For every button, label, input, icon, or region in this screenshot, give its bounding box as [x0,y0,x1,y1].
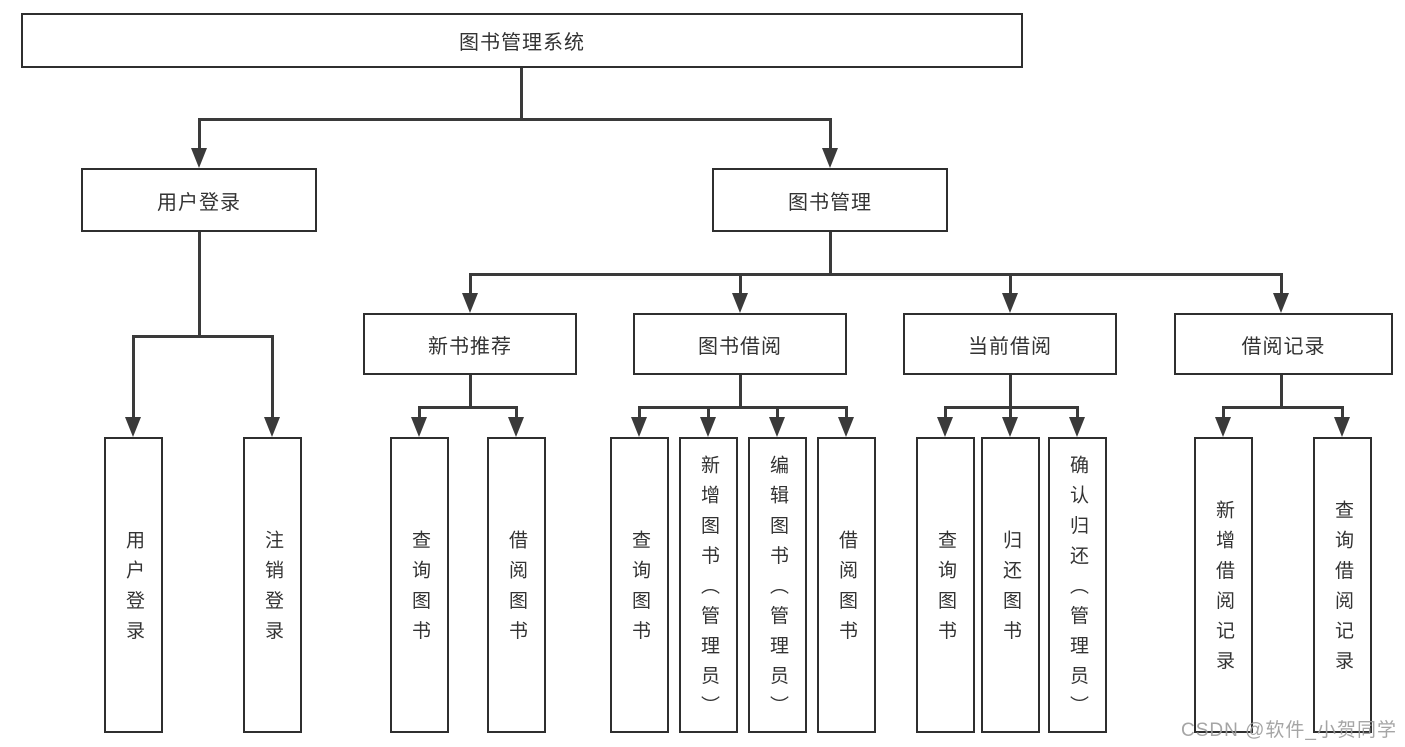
leaf-edit-book-admin: 编辑图书（管理员） [748,437,807,733]
arrowhead-new-book [462,293,478,313]
node-label: 注销登录 [262,530,283,651]
connector-newbook-bar [418,406,518,409]
arrowhead-borrow-books-1 [508,417,524,437]
connector-drop-book-borrowing [739,273,742,295]
arrowhead-query-books-1 [411,417,427,437]
connector-borrowing-stem [739,375,742,408]
connector-user-login-bar [132,335,274,338]
leaf-query-borrow-record: 查询借阅记录 [1313,437,1372,733]
connector-drop-user-login [198,118,201,150]
connector-drop [1076,406,1079,419]
leaf-borrow-books-2: 借阅图书 [817,437,876,733]
connector-book-mgmt-bar [469,273,1283,276]
node-new-book-recommend: 新书推荐 [363,313,577,375]
node-label: 图书借阅 [698,335,782,358]
leaf-query-books-3: 查询图书 [916,437,975,733]
node-label: 借阅图书 [506,530,527,651]
connector-drop-book-management [829,118,832,150]
node-label: 查询图书 [629,530,650,651]
node-label: 用户登录 [157,191,241,214]
arrowhead-borrow-books-2 [838,417,854,437]
arrowhead-query-books-3 [937,417,953,437]
node-label: 新增借阅记录 [1213,500,1234,681]
connector-drop [1222,406,1225,419]
leaf-add-book-admin: 新增图书（管理员） [679,437,738,733]
node-user-login: 用户登录 [81,168,317,232]
csdn-watermark: CSDN @软件_小贺同学 [1181,720,1397,741]
connector-newbook-stem [469,375,472,408]
arrowhead-leaf-user-login [125,417,141,437]
arrowhead-leaf-logout [264,417,280,437]
connector-drop-leaf-user-login [132,335,135,419]
arrowhead-confirm-return [1069,417,1085,437]
node-current-borrowing: 当前借阅 [903,313,1117,375]
connector-drop [944,406,947,419]
arrowhead-add-record [1215,417,1231,437]
node-label: 归还图书 [1000,530,1021,651]
leaf-query-books-2: 查询图书 [610,437,669,733]
arrowhead-book-management [822,148,838,168]
leaf-user-login: 用户登录 [104,437,163,733]
connector-drop [1009,406,1012,419]
node-borrowing-records: 借阅记录 [1174,313,1393,375]
connector-drop-borrowing-records [1280,273,1283,295]
connector-records-stem [1280,375,1283,408]
arrowhead-add-book [700,417,716,437]
node-label: 当前借阅 [968,335,1052,358]
node-book-borrowing: 图书借阅 [633,313,847,375]
arrowhead-query-books-2 [631,417,647,437]
leaf-query-books-1: 查询图书 [390,437,449,733]
connector-drop-leaf-logout [271,335,274,419]
node-label: 图书管理 [788,191,872,214]
connector-book-mgmt-stem [829,232,832,275]
node-label: 编辑图书（管理员） [767,455,788,726]
node-book-management: 图书管理 [712,168,948,232]
connector-drop [845,406,848,419]
node-root-library-system: 图书管理系统 [21,13,1023,68]
arrowhead-book-borrowing [732,293,748,313]
arrowhead-return-book [1002,417,1018,437]
leaf-logout: 注销登录 [243,437,302,733]
connector-user-login-stem [198,232,201,337]
connector-drop [515,406,518,419]
node-label: 查询图书 [935,530,956,651]
node-label: 借阅图书 [836,530,857,651]
node-label: 确认归还（管理员） [1067,455,1088,726]
leaf-borrow-books-1: 借阅图书 [487,437,546,733]
connector-drop [418,406,421,419]
node-label: 新书推荐 [428,335,512,358]
arrowhead-current-borrowing [1002,293,1018,313]
connector-drop [638,406,641,419]
leaf-confirm-return-admin: 确认归还（管理员） [1048,437,1107,733]
connector-root-stem [520,68,523,120]
connector-drop [776,406,779,419]
leaf-add-borrow-record: 新增借阅记录 [1194,437,1253,733]
arrowhead-user-login [191,148,207,168]
node-label: 图书管理系统 [459,32,585,54]
arrowhead-borrowing-records [1273,293,1289,313]
connector-drop [707,406,710,419]
connector-root-bar [198,118,832,121]
connector-records-bar [1222,406,1344,409]
node-label: 查询图书 [409,530,430,651]
node-label: 新增图书（管理员） [698,455,719,726]
node-label: 借阅记录 [1241,335,1326,358]
connector-drop [1341,406,1344,419]
connector-drop-current-borrowing [1009,273,1012,295]
connector-current-stem [1009,375,1012,408]
connector-borrowing-bar [638,406,848,409]
connector-drop-new-book [469,273,472,295]
node-label: 用户登录 [123,530,144,651]
node-label: 查询借阅记录 [1332,500,1353,681]
arrowhead-edit-book [769,417,785,437]
arrowhead-query-record [1334,417,1350,437]
leaf-return-book: 归还图书 [981,437,1040,733]
